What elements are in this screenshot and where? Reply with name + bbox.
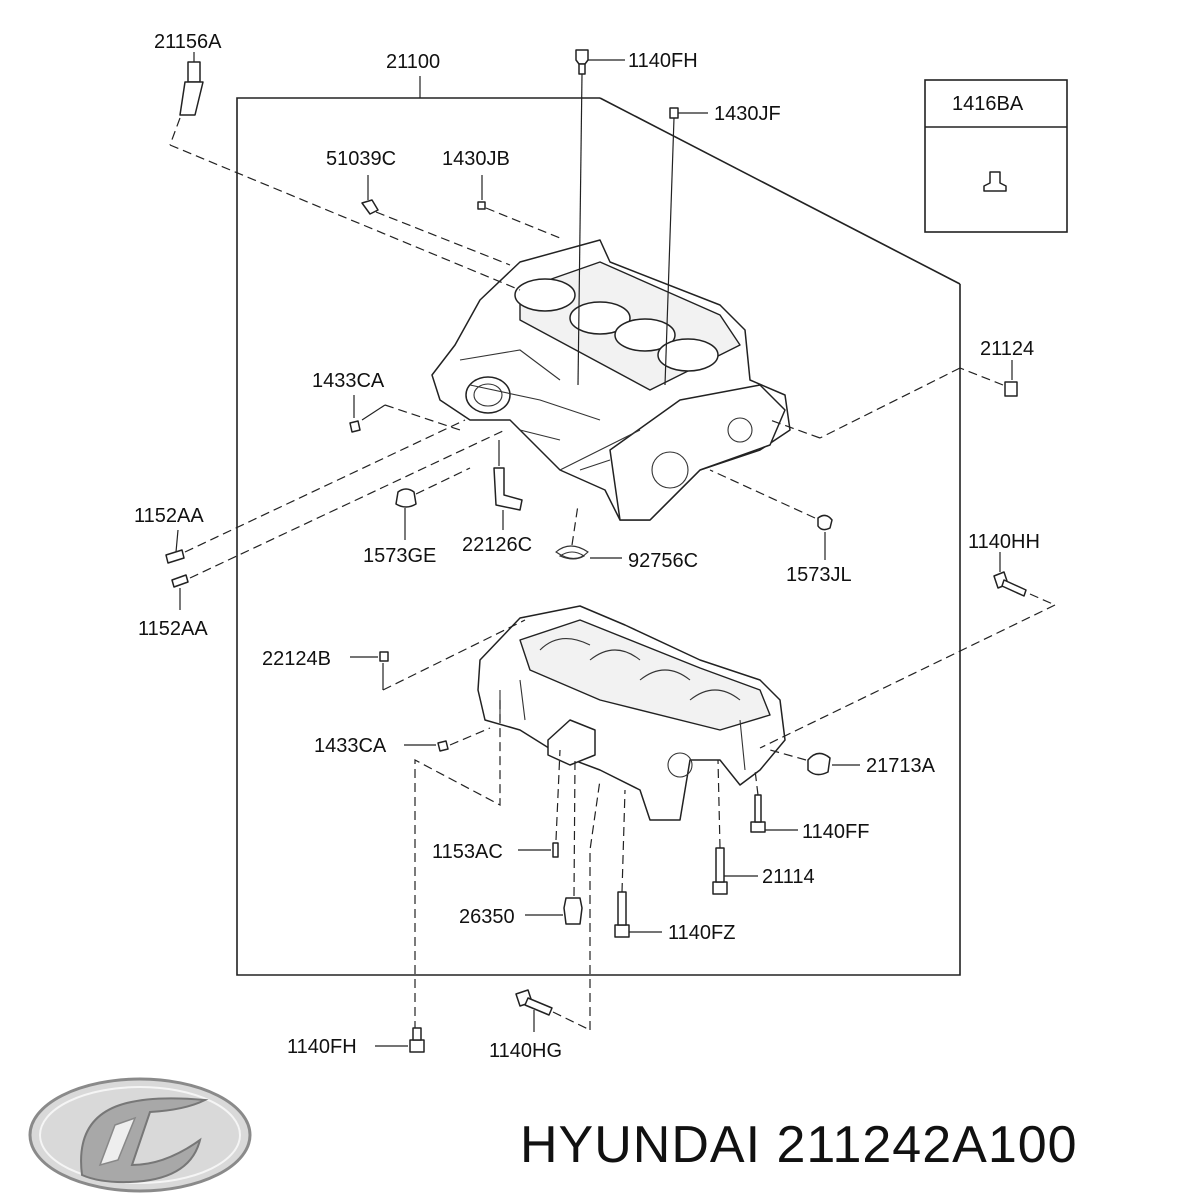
bolt-icon-1140hg xyxy=(515,989,553,1016)
seal-icon-1573ge xyxy=(395,488,417,508)
hyundai-logo-icon xyxy=(28,1077,252,1193)
dowel-pin-icon xyxy=(179,61,204,116)
oring-icon-92756c xyxy=(555,545,589,560)
plug-icon-1433ca-low xyxy=(437,740,449,752)
label-22124B: 22124B xyxy=(262,648,331,670)
label-51039C: 51039C xyxy=(326,148,396,170)
bolt-icon-1140fz xyxy=(614,891,630,938)
sensor-icon-26350 xyxy=(563,897,583,925)
label-1152AA-b: 1152AA xyxy=(138,618,208,640)
label-22126C: 22126C xyxy=(462,534,532,556)
main-frame xyxy=(236,97,961,976)
plug-icon-1433ca-top xyxy=(349,420,361,433)
label-21156A: 21156A xyxy=(154,31,222,53)
plug-icon-22124b xyxy=(379,651,389,662)
brand-part-number: HYUNDAI 211242A100 xyxy=(520,1116,1078,1174)
label-1433CA-low: 1433CA xyxy=(314,735,387,757)
label-1573GE: 1573GE xyxy=(363,545,436,567)
seal-icon-21713a xyxy=(807,752,831,776)
label-1152AA-a: 1152AA xyxy=(134,505,204,527)
inset-box xyxy=(924,79,1068,233)
bolt-icon-1140hh xyxy=(993,571,1027,597)
lower-crankcase xyxy=(477,605,786,821)
plug-icon-1573jl xyxy=(817,514,833,531)
dowel-icon-1152aa-b xyxy=(171,574,189,588)
label-26350: 26350 xyxy=(459,906,515,928)
bolt-icon-1140ff xyxy=(750,794,766,833)
plug-icon-1430jb xyxy=(477,201,486,210)
label-21124: 21124 xyxy=(980,338,1034,360)
label-1140FH-bottom: 1140FH xyxy=(287,1036,357,1058)
upper-cylinder-block xyxy=(431,239,791,521)
dowel-icon-1152aa-a xyxy=(165,549,185,564)
label-1140FZ: 1140FZ xyxy=(668,922,735,944)
label-1416BA: 1416BA xyxy=(952,93,1024,115)
label-21713A: 21713A xyxy=(866,755,936,777)
pin-icon-1153ac xyxy=(552,842,559,858)
label-92756C: 92756C xyxy=(628,550,698,572)
label-21100: 21100 xyxy=(386,51,440,73)
label-21114: 21114 xyxy=(762,866,815,888)
bolt-icon-top xyxy=(575,49,589,75)
bolt-icon-1140fh-bottom xyxy=(409,1027,425,1053)
push-pin-icon xyxy=(983,171,1007,192)
label-1140HH: 1140HH xyxy=(968,531,1040,553)
label-1140FF: 1140FF xyxy=(802,821,869,843)
frame-diagonal xyxy=(599,97,961,285)
label-1140FH-top: 1140FH xyxy=(628,50,698,72)
plug-icon-1430jf xyxy=(669,107,679,119)
label-1430JF: 1430JF xyxy=(714,103,781,125)
label-1573JL: 1573JL xyxy=(786,564,852,586)
bolt-icon-21114 xyxy=(712,847,728,895)
label-1140HG: 1140HG xyxy=(489,1040,562,1062)
label-1430JB: 1430JB xyxy=(442,148,510,170)
pipe-icon-22126c xyxy=(493,467,523,511)
label-1153AC: 1153AC xyxy=(432,841,503,863)
label-1433CA-top: 1433CA xyxy=(312,370,385,392)
sensor-icon-51039c xyxy=(361,199,379,215)
dowel-icon-21124 xyxy=(1004,381,1018,397)
